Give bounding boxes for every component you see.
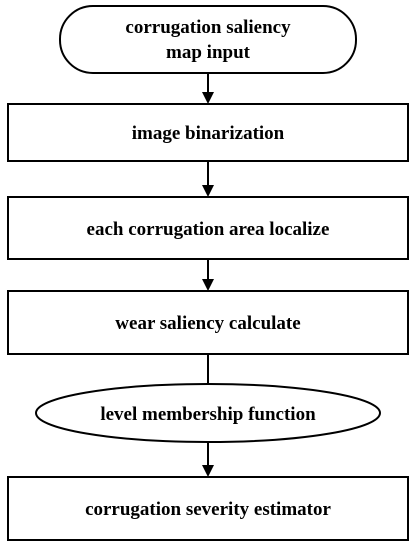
- wear-saliency-box: [7, 290, 409, 355]
- arrowhead-4: [202, 465, 214, 477]
- arrowhead-2: [202, 185, 214, 197]
- input-label-line1: corrugation saliency: [125, 17, 291, 38]
- binarization-box: [7, 103, 409, 162]
- binarization-label: image binarization: [132, 123, 285, 144]
- arrowhead-3: [202, 279, 214, 291]
- input-label-line2: map input: [166, 42, 251, 63]
- localize-node: each corrugation area localize: [7, 196, 409, 260]
- membership-node: level membership function: [35, 383, 381, 443]
- membership-label: level membership function: [100, 404, 316, 425]
- wear-saliency-label: wear saliency calculate: [115, 313, 300, 334]
- estimator-label: corrugation severity estimator: [85, 499, 331, 520]
- arrowhead-1: [202, 92, 214, 104]
- estimator-box: [7, 476, 409, 541]
- wear-saliency-node: wear saliency calculate: [7, 290, 409, 355]
- input-node: corrugation saliency map input: [59, 5, 357, 74]
- binarization-node: image binarization: [7, 103, 409, 162]
- estimator-node: corrugation severity estimator: [7, 476, 409, 541]
- localize-label: each corrugation area localize: [87, 219, 330, 240]
